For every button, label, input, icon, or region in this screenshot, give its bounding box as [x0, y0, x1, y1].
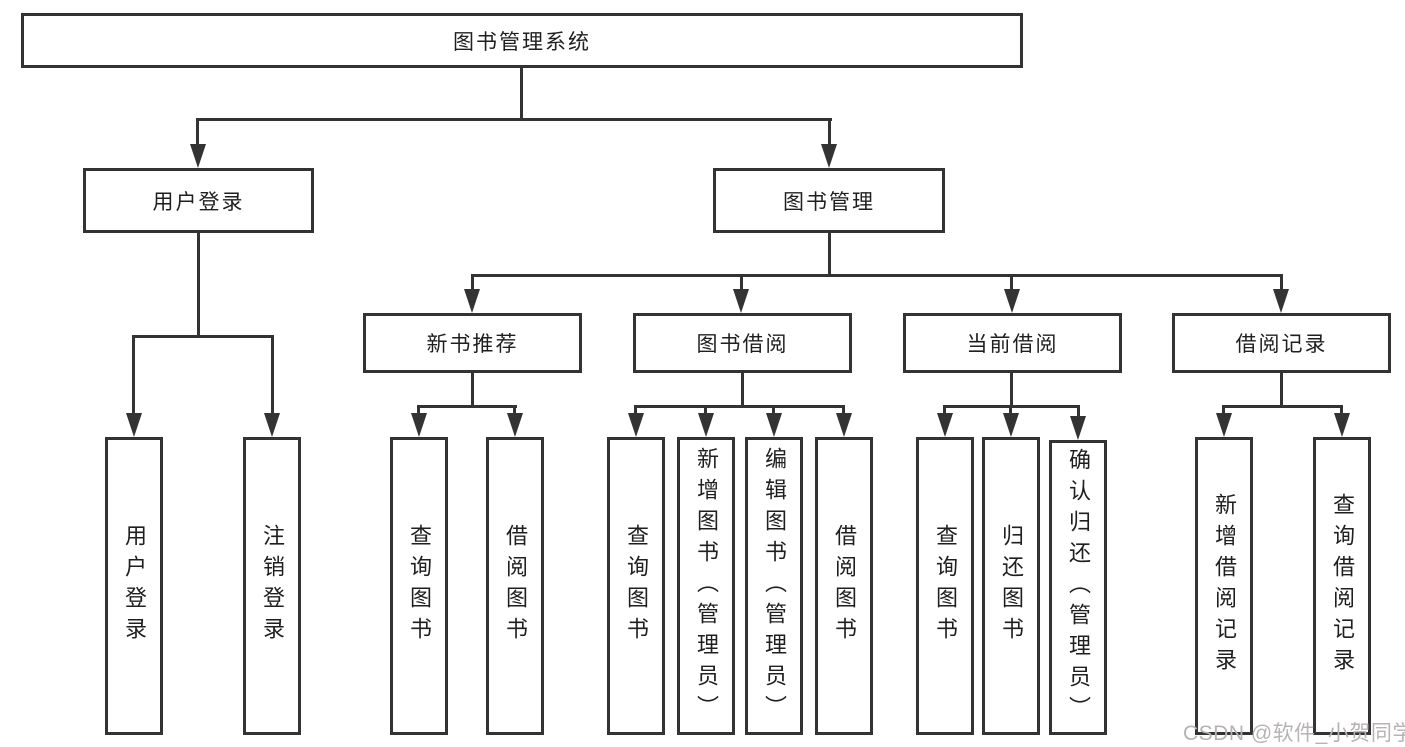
- node-confirm-return-admin-label: 确认归还（管理员）: [1066, 448, 1091, 727]
- connector-arrowhead: [507, 413, 523, 437]
- node-user-login-leaf-label: 用户登录: [122, 524, 147, 648]
- connector-arrowhead: [126, 413, 142, 437]
- connector-line: [1010, 274, 1013, 294]
- node-book-borrowing: 图书借阅: [633, 313, 852, 373]
- node-borrowing-records-label: 借阅记录: [1235, 333, 1328, 356]
- node-current-borrowing: 当前借阅: [903, 313, 1122, 373]
- connector-line: [1280, 373, 1283, 408]
- node-borrow-books-borrowing: 借阅图书: [815, 437, 873, 735]
- connector-line: [772, 405, 775, 417]
- node-logout-leaf: 注销登录: [243, 437, 301, 735]
- connector-line: [417, 405, 420, 417]
- node-book-management: 图书管理: [713, 168, 945, 233]
- connector-arrowhead: [1004, 289, 1020, 313]
- connector-arrowhead: [766, 413, 782, 437]
- connector-line: [471, 274, 1283, 277]
- connector-arrowhead: [411, 413, 427, 437]
- node-edit-books-admin-label: 编辑图书（管理员）: [762, 446, 787, 726]
- connector-line: [197, 233, 200, 337]
- node-book-management-label: 图书管理: [783, 190, 875, 214]
- node-borrow-books-recommend-label: 借阅图书: [503, 524, 528, 648]
- connector-line: [197, 118, 832, 121]
- connector-line: [132, 335, 274, 338]
- connector-line: [417, 405, 517, 408]
- connector-arrowhead: [733, 289, 749, 313]
- connector-line: [1340, 405, 1343, 417]
- node-borrow-books-borrowing-label: 借阅图书: [832, 524, 857, 648]
- connector-arrowhead: [836, 413, 852, 437]
- node-logout-leaf-label: 注销登录: [260, 524, 285, 648]
- connector-arrowhead: [698, 413, 714, 437]
- node-add-books-admin-label: 新增图书（管理员）: [694, 446, 719, 726]
- node-return-books: 归还图书: [982, 437, 1040, 735]
- connector-line: [1222, 405, 1343, 408]
- connector-arrowhead: [821, 144, 837, 168]
- connector-arrowhead: [1070, 416, 1086, 440]
- connector-line: [471, 373, 474, 408]
- connector-line: [471, 274, 474, 294]
- connector-line: [1010, 373, 1013, 408]
- node-current-borrowing-label: 当前借阅: [966, 333, 1059, 356]
- node-add-borrow-record-label: 新增借阅记录: [1212, 493, 1237, 679]
- connector-line: [196, 118, 199, 148]
- connector-arrowhead: [1216, 413, 1232, 437]
- connector-arrowhead: [264, 413, 280, 437]
- node-new-book-recommendation-label: 新书推荐: [426, 333, 519, 356]
- connector-line: [634, 405, 637, 417]
- node-query-books-borrowing: 查询图书: [607, 437, 665, 735]
- connector-line: [741, 373, 744, 408]
- connector-line: [1280, 274, 1283, 294]
- connector-line: [271, 335, 274, 417]
- connector-arrowhead: [464, 289, 480, 313]
- node-edit-books-admin: 编辑图书（管理员）: [745, 437, 803, 735]
- node-borrowing-records: 借阅记录: [1172, 313, 1391, 373]
- node-query-books-borrowing-label: 查询图书: [624, 524, 649, 648]
- node-return-books-label: 归还图书: [999, 524, 1024, 648]
- node-query-borrow-record-label: 查询借阅记录: [1330, 493, 1355, 679]
- node-add-books-admin: 新增图书（管理员）: [677, 437, 735, 735]
- node-library-system-label: 图书管理系统: [453, 30, 591, 54]
- node-query-books-current-label: 查询图书: [933, 524, 958, 648]
- connector-line: [1077, 405, 1080, 419]
- connector-line: [704, 405, 707, 417]
- connector-arrowhead: [937, 413, 953, 437]
- connector-arrowhead: [1003, 413, 1019, 437]
- connector-arrowhead: [1273, 289, 1289, 313]
- connector-line: [740, 274, 743, 294]
- connector-line: [132, 335, 135, 417]
- connector-line: [520, 66, 523, 120]
- node-borrow-books-recommend: 借阅图书: [486, 437, 544, 735]
- node-user-login-leaf: 用户登录: [105, 437, 163, 735]
- node-query-books-recommend-label: 查询图书: [407, 524, 432, 648]
- node-add-borrow-record: 新增借阅记录: [1195, 437, 1253, 735]
- connector-arrowhead: [190, 144, 206, 168]
- csdn-watermark: CSDN @软件_小贺同学: [1183, 722, 1405, 745]
- connector-line: [943, 405, 946, 417]
- connector-line: [1009, 405, 1012, 417]
- node-book-borrowing-label: 图书借阅: [696, 333, 789, 356]
- connector-arrowhead: [628, 413, 644, 437]
- node-confirm-return-admin: 确认归还（管理员）: [1049, 440, 1107, 735]
- connector-line: [634, 405, 845, 408]
- connector-line: [1222, 405, 1225, 417]
- node-query-books-current: 查询图书: [916, 437, 974, 735]
- node-library-system: 图书管理系统: [21, 13, 1023, 68]
- connector-arrowhead: [1334, 413, 1350, 437]
- connector-line: [828, 233, 831, 277]
- node-query-borrow-record: 查询借阅记录: [1313, 437, 1371, 735]
- node-query-books-recommend: 查询图书: [390, 437, 448, 735]
- connector-line: [842, 405, 845, 417]
- connector-line: [828, 118, 831, 148]
- node-user-login-label: 用户登录: [152, 190, 245, 214]
- node-user-login: 用户登录: [83, 168, 314, 233]
- connector-line: [513, 405, 516, 417]
- node-new-book-recommendation: 新书推荐: [363, 313, 582, 373]
